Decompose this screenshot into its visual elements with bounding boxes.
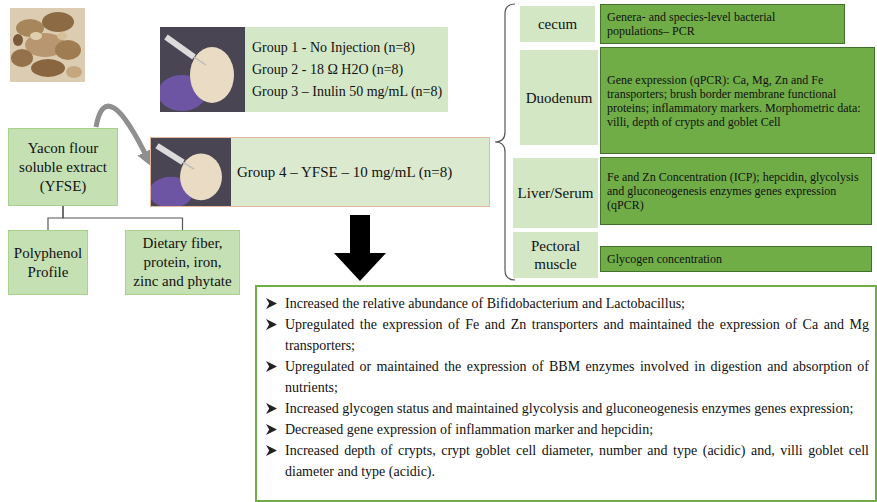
box-text: Group 4 – YFSE – 10 mg/mL (n=8) [237, 162, 481, 182]
syringe [157, 146, 183, 163]
results-box: Increased the relative abundance of Bifi… [255, 285, 877, 502]
analysis-box: Dietary fiber, protein, iron, zinc and p… [125, 230, 240, 295]
flour-crumb [42, 12, 74, 32]
egg [190, 47, 234, 103]
bullet-arrow-shape [266, 424, 277, 435]
box-text: Duodenum [524, 89, 594, 107]
group-box: Group 4 – YFSE – 10 mg/mL (n=8) [150, 137, 490, 207]
bullet-arrow-shape [266, 403, 277, 414]
box-text: Glycogen concentration [607, 252, 865, 266]
flour-crumb [31, 59, 65, 77]
flour-crumb [30, 32, 42, 40]
photo-ground [10, 8, 85, 82]
box-text: Pectoral muscle [517, 237, 594, 273]
box-text: Gene expression (qPCR): Ca, Mg, Zn and F… [607, 73, 868, 129]
result-item: Upregulated or maintained the expression… [285, 356, 869, 398]
box-text: cecum [524, 15, 591, 33]
box-text: Genera- and species-level bacterial popu… [607, 10, 838, 38]
egg [180, 154, 222, 201]
analysis-box: Glycogen concentration [600, 246, 872, 272]
tissue-label: cecum [520, 6, 595, 42]
block-arrow [334, 215, 386, 281]
bullet-arrow-shape [266, 298, 277, 309]
syringe [166, 37, 194, 57]
analysis-box: Polyphenol Profile [8, 230, 88, 295]
bullet-arrow-shape [266, 319, 277, 330]
flour-crumb [55, 40, 81, 60]
bullet-arrow [266, 445, 277, 456]
needle [194, 57, 206, 65]
tissue-label: Pectoral muscle [513, 232, 598, 278]
extract-box: Yacon flour soluble extract (YFSE) [8, 128, 118, 206]
bracket-line [48, 206, 63, 230]
bullet-arrow [266, 319, 277, 330]
result-item: Increased depth of crypts, crypt goblet … [285, 440, 869, 482]
flour-crumb [66, 66, 82, 78]
bullet-arrow-shape [266, 361, 277, 372]
bullet-arrow [266, 361, 277, 372]
flour-crumb [13, 34, 23, 46]
box-text: Dietary fiber, protein, iron, zinc and p… [131, 234, 234, 291]
tissue-label: Duodenum [520, 50, 598, 145]
analysis-box: Genera- and species-level bacterial popu… [600, 4, 845, 44]
analysis-box: Gene expression (qPCR): Ca, Mg, Zn and F… [600, 47, 875, 154]
yacon-flour-photo [10, 8, 85, 82]
bullet-arrow [266, 298, 277, 309]
egg-injection-photo [151, 138, 231, 206]
flour-crumb [11, 49, 33, 67]
bullet-arrow [266, 403, 277, 414]
box-text: Group 2 - 18 Ω H2O (n=8) [252, 59, 442, 81]
bullet-arrow-shape [266, 445, 277, 456]
bracket-line [63, 206, 183, 230]
analysis-box: Fe and Zn Concentration (ICP); hepcidin,… [600, 157, 872, 225]
result-item: Decreased gene expression of inflammatio… [285, 419, 869, 440]
group-box: Group 1 - No Injection (n=8)Group 2 - 18… [160, 27, 448, 112]
result-item: Upregulated the expression of Fe and Zn … [285, 314, 869, 356]
box-text: Polyphenol Profile [13, 244, 83, 282]
egg-injection-photo [160, 27, 245, 112]
result-item: Increased the relative abundance of Bifi… [285, 293, 869, 314]
box-text: Group 1 - No Injection (n=8) [252, 37, 442, 59]
curly-brace [495, 4, 515, 280]
box-text: Fe and Zn Concentration (ICP); hepcidin,… [607, 170, 865, 212]
box-text: Group 3 – Inulin 50 mg/mL (n=8) [252, 81, 442, 103]
tissue-label: Liver/Serum [513, 158, 598, 228]
box-text: Yacon flour soluble extract (YFSE) [14, 139, 112, 196]
box-text: Liver/Serum [517, 184, 594, 202]
needle [183, 162, 194, 169]
flour-crumb [57, 32, 67, 40]
result-item: Increased glycogen status and maintained… [285, 398, 869, 419]
bullet-arrow [266, 424, 277, 435]
